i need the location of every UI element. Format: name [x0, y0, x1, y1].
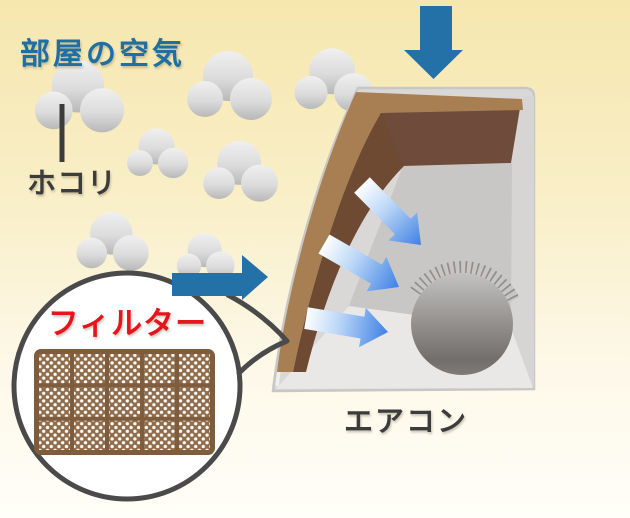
- room-air-label: 部屋の空気: [20, 37, 185, 72]
- filter-label: フィルター: [47, 306, 208, 342]
- magnifier-callout-bubble: [11, 270, 290, 502]
- dust-cloud: [294, 48, 373, 112]
- ac-fan: [410, 260, 520, 375]
- dust-cloud: [76, 212, 149, 271]
- filter-mesh-gridlines: [38, 353, 211, 451]
- filter-mesh: [34, 349, 215, 455]
- callout-tail: [225, 292, 290, 376]
- fan-rim-ribs: [410, 260, 520, 303]
- ac-filter-inner-band: [293, 113, 404, 372]
- ac-filter-top-panel: [378, 102, 521, 166]
- airflow-arrow-icon: [318, 234, 399, 292]
- airflow-arrow-icon: [354, 177, 421, 245]
- air-conditioner-illustration: [271, 86, 536, 393]
- dust-cloud: [187, 51, 272, 120]
- inflow-arrow-right-icon: [172, 255, 268, 300]
- inflow-arrow-down-icon: [404, 6, 463, 79]
- airflow-arrows: [304, 177, 421, 348]
- airflow-arrow-icon: [304, 307, 388, 348]
- air-conditioner-label: エアコン: [344, 404, 469, 438]
- filter-mesh-cells: [39, 354, 210, 450]
- dust-cloud: [127, 128, 189, 179]
- fan-cylinder: [411, 273, 513, 375]
- dust-cloud: [203, 140, 278, 202]
- ac-right-wall: [511, 96, 534, 388]
- dust-clouds: [34, 48, 373, 281]
- dust-cloud: [176, 233, 235, 281]
- ac-filter-front-band: [277, 92, 523, 372]
- dust-label: ホコリ: [27, 166, 118, 200]
